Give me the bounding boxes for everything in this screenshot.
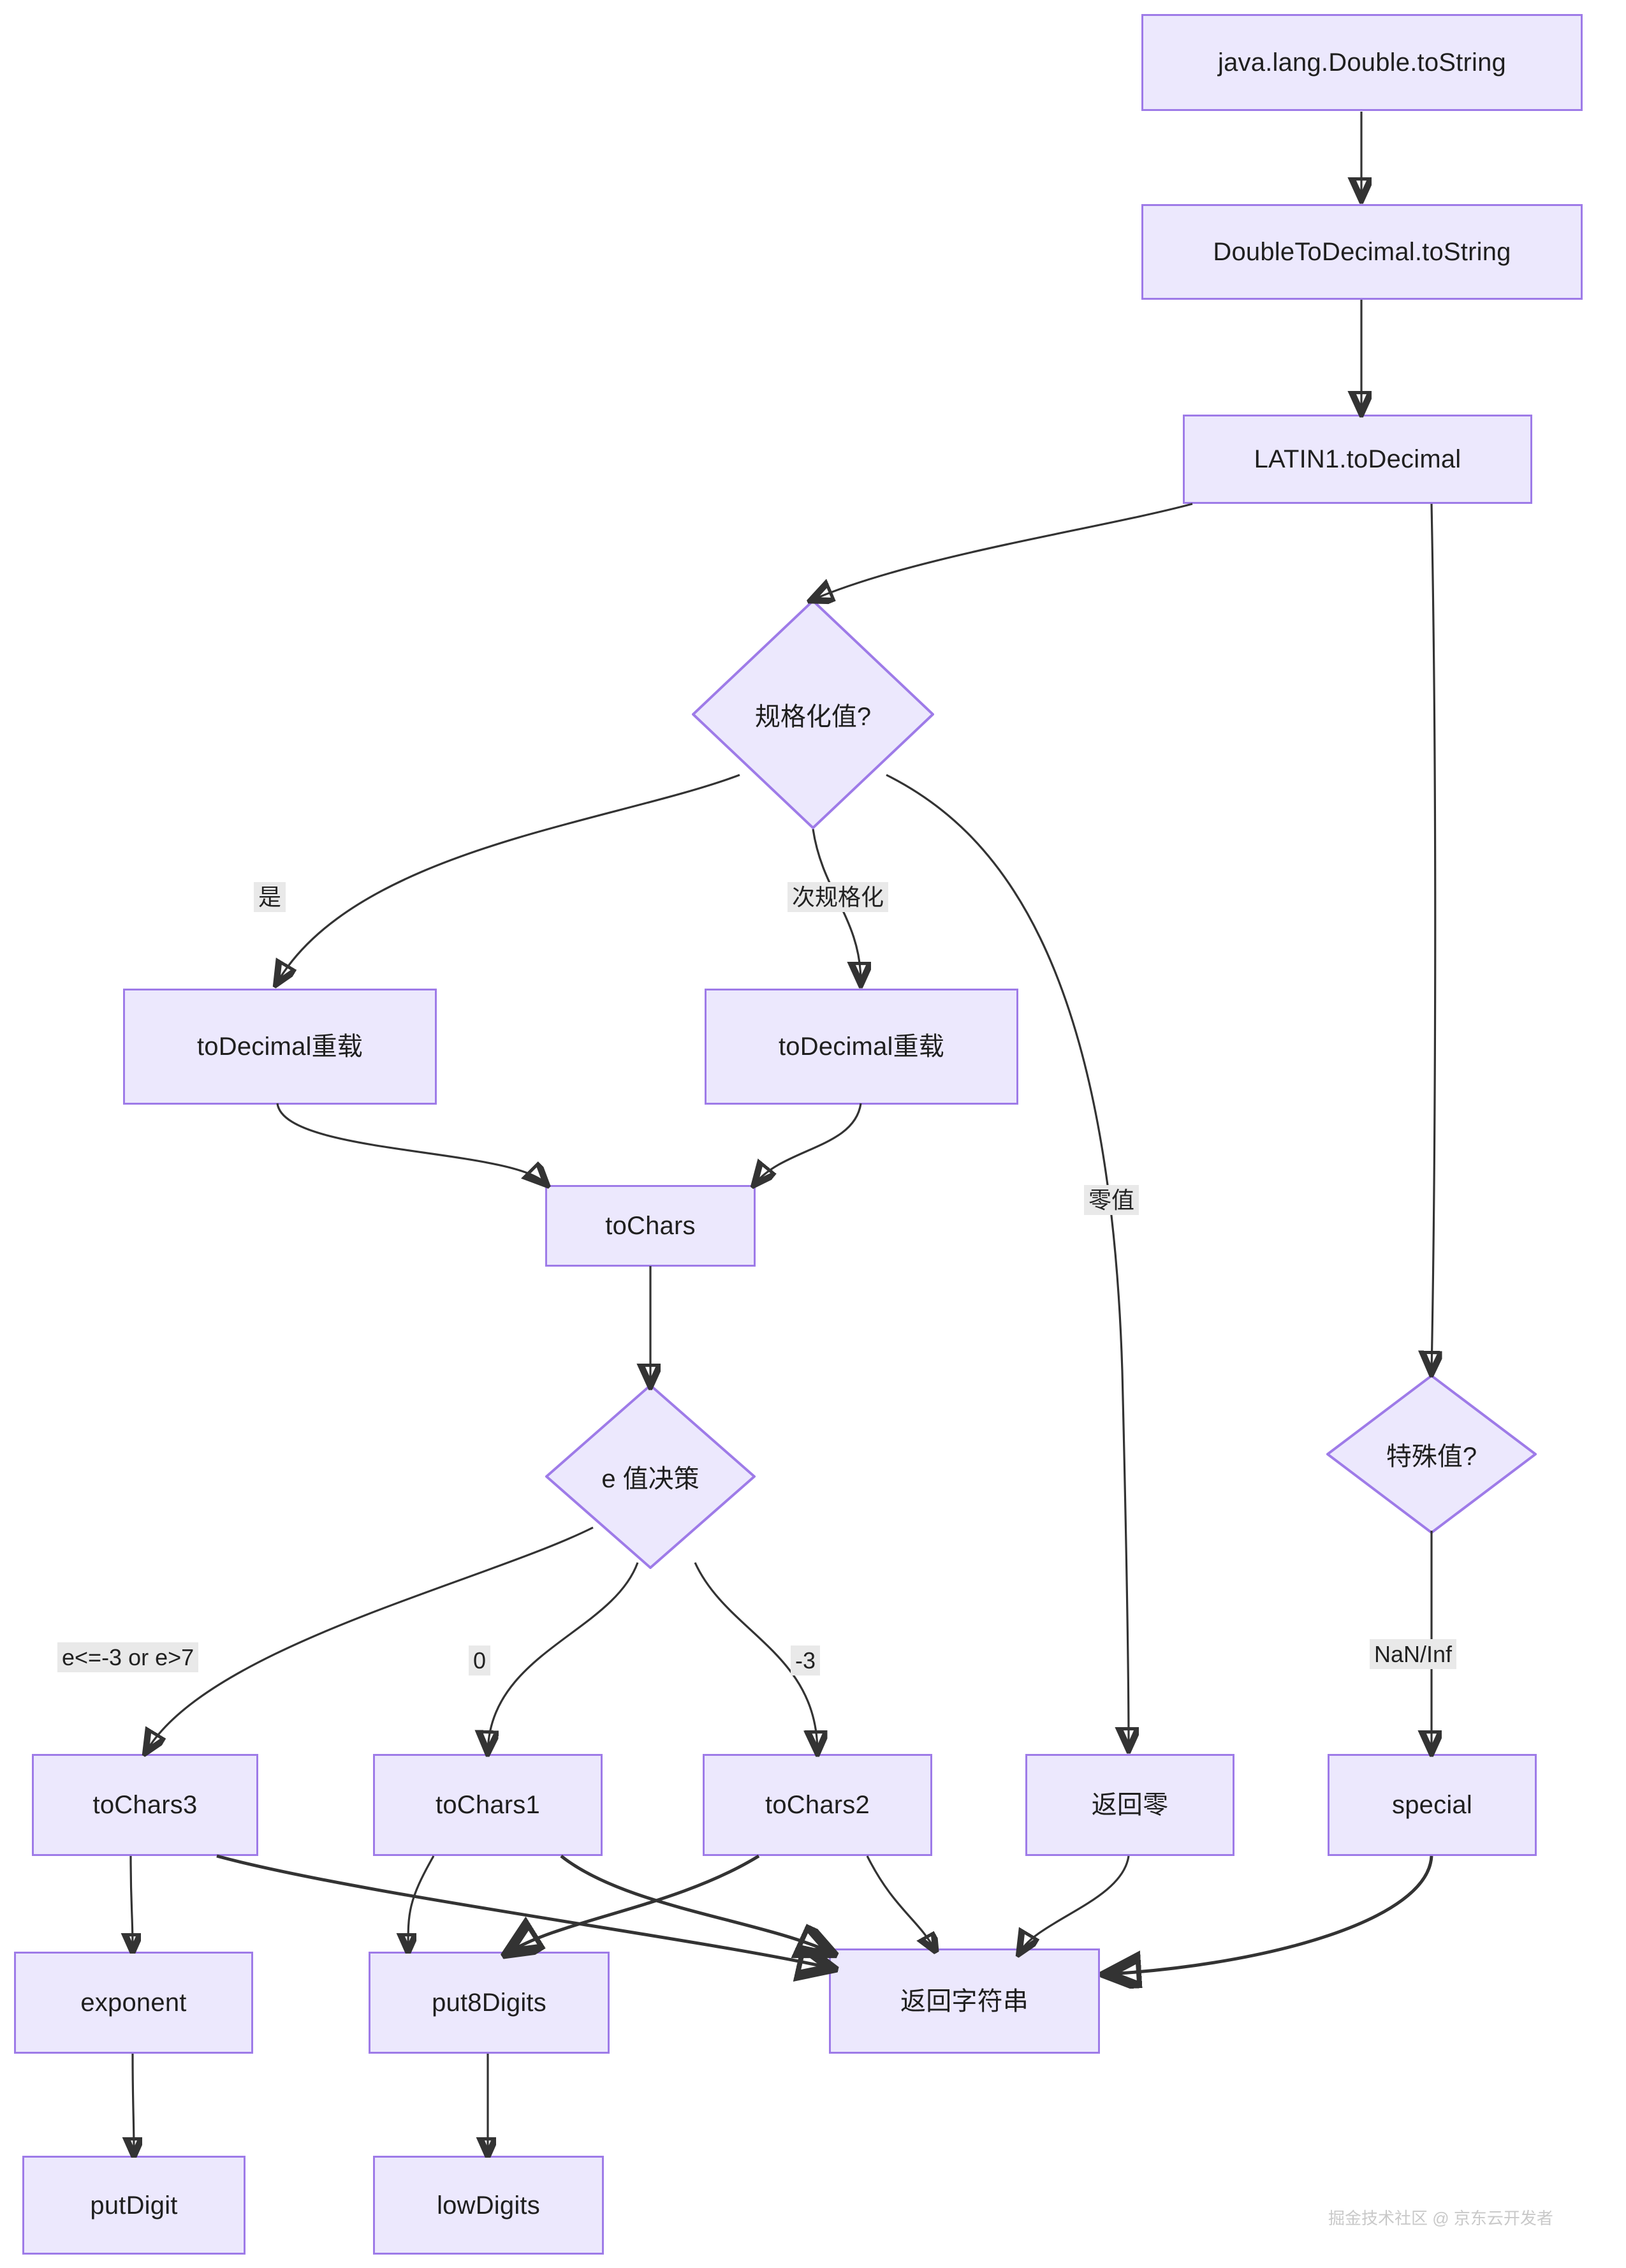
node-putdigit[interactable]: putDigit xyxy=(22,2156,245,2255)
node-label: toChars1 xyxy=(436,1791,540,1819)
node-special-decision[interactable]: 特殊值? xyxy=(1326,1374,1537,1534)
node-label: 特殊值? xyxy=(1386,1443,1477,1471)
node-label: toDecimal重载 xyxy=(778,1033,945,1061)
edge-label-minus-three: -3 xyxy=(791,1646,821,1676)
edge-tochars1-to-returnstring xyxy=(560,1855,829,1952)
node-tochars1[interactable]: toChars1 xyxy=(373,1754,603,1856)
node-e-decision[interactable]: e 值决策 xyxy=(545,1384,756,1569)
node-doubletodecimal-tostring[interactable]: DoubleToDecimal.toString xyxy=(1141,204,1583,300)
edge-normalized-zero xyxy=(886,774,1129,1748)
node-label: DoubleToDecimal.toString xyxy=(1213,238,1511,266)
node-tochars2[interactable]: toChars2 xyxy=(703,1754,932,1856)
edge-latin1-to-normalized xyxy=(813,503,1193,600)
edge-label-nan-inf: NaN/Inf xyxy=(1370,1639,1457,1670)
node-label: special xyxy=(1392,1791,1472,1819)
node-label: 返回零 xyxy=(1091,1791,1169,1819)
node-label: 规格化值? xyxy=(754,703,872,731)
edge-tochars1-to-put8digits xyxy=(408,1855,435,1948)
watermark-text: 掘金技术社区 @ 京东云开发者 xyxy=(1328,2209,1553,2228)
edge-label-subnormal: 次规格化 xyxy=(787,882,889,913)
node-todecimal-overload-2[interactable]: toDecimal重载 xyxy=(705,989,1018,1105)
diamond-shape xyxy=(692,600,934,829)
edge-label-zero: 零值 xyxy=(1084,1185,1139,1216)
edge-tochars2-to-returnstring xyxy=(866,1855,934,1948)
node-lowdigits[interactable]: lowDigits xyxy=(373,2156,604,2255)
edge-e-to-tochars1 xyxy=(488,1562,639,1751)
edge-label-e-range: e<=-3 or e>7 xyxy=(57,1642,199,1673)
node-special[interactable]: special xyxy=(1328,1754,1537,1856)
node-normalized-decision[interactable]: 规格化值? xyxy=(692,600,934,829)
edge-tochars3-to-returnstring xyxy=(216,1854,829,1968)
node-label: toChars2 xyxy=(765,1791,870,1819)
diamond-shape xyxy=(545,1384,756,1569)
node-label: put8Digits xyxy=(432,1989,546,2017)
node-label: toDecimal重载 xyxy=(196,1033,363,1061)
node-exponent[interactable]: exponent xyxy=(14,1952,253,2054)
node-label: e 值决策 xyxy=(601,1465,699,1493)
node-return-string[interactable]: 返回字符串 xyxy=(829,1948,1100,2054)
node-label: java.lang.Double.toString xyxy=(1218,48,1506,77)
node-latin1-todecimal[interactable]: LATIN1.toDecimal xyxy=(1183,415,1532,504)
edge-label-yes: 是 xyxy=(254,882,286,913)
node-label: putDigit xyxy=(90,2191,178,2220)
node-label: 返回字符串 xyxy=(900,1987,1029,2015)
edge-special-to-returnstring xyxy=(1110,1855,1433,1974)
edge-label-zero-exp: 0 xyxy=(469,1646,491,1676)
node-label: LATIN1.toDecimal xyxy=(1254,445,1461,473)
edge-returnzero-to-returnstring xyxy=(1020,1855,1130,1952)
diamond-shape xyxy=(1326,1374,1537,1534)
edge-normalized-yes xyxy=(277,774,740,982)
node-put8digits[interactable]: put8Digits xyxy=(369,1952,610,2054)
edge-ovl2-to-tochars xyxy=(756,1103,862,1183)
node-label: toChars3 xyxy=(92,1791,198,1819)
edge-tochars3-to-exponent xyxy=(131,1855,133,1948)
node-label: lowDigits xyxy=(437,2191,540,2220)
node-todecimal-overload-1[interactable]: toDecimal重载 xyxy=(123,989,437,1105)
edge-latin1-to-special-q xyxy=(1432,503,1435,1371)
edge-tochars2-to-put8digits xyxy=(510,1854,760,1952)
node-tochars3[interactable]: toChars3 xyxy=(32,1754,258,1856)
node-label: toChars xyxy=(605,1212,696,1240)
edge-exponent-to-putdigit xyxy=(133,2053,134,2153)
edge-e-to-tochars3 xyxy=(147,1526,594,1751)
node-double-tostring[interactable]: java.lang.Double.toString xyxy=(1141,14,1583,111)
edge-ovl1-to-tochars xyxy=(276,1103,545,1183)
node-label: exponent xyxy=(80,1989,187,2017)
node-return-zero[interactable]: 返回零 xyxy=(1025,1754,1234,1856)
node-tochars[interactable]: toChars xyxy=(545,1185,756,1267)
